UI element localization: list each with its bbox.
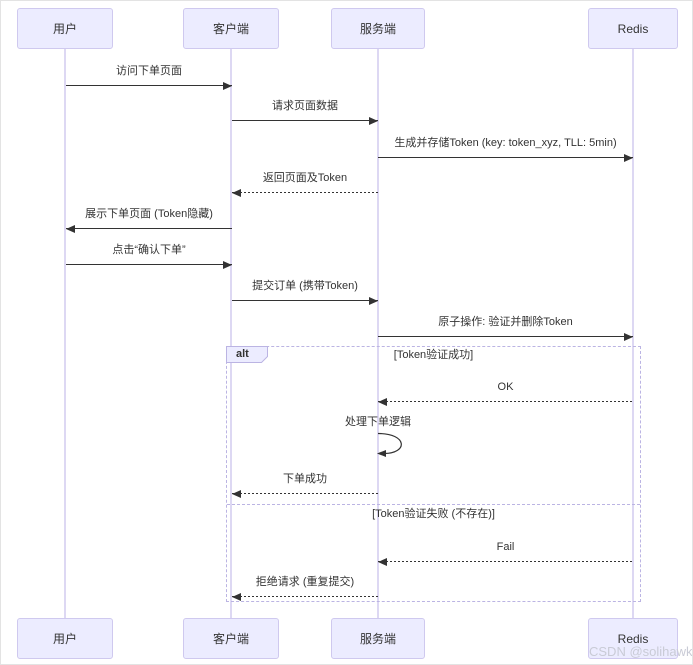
actor-label: 用户: [52, 22, 77, 36]
message-label: 提交订单 (携带Token): [252, 280, 358, 292]
message-label: 拒绝请求 (重复提交): [255, 576, 355, 588]
message-arrow: [378, 557, 633, 566]
message-arrow: [232, 116, 378, 125]
message-arrow: [232, 188, 378, 197]
message-arrow: [66, 81, 232, 90]
alt-operator-box: [226, 346, 268, 363]
actor-label: Redis: [617, 21, 649, 36]
actor-top-client: 客户端: [183, 8, 279, 49]
actor-label: Redis: [617, 631, 649, 646]
message-arrow: [66, 260, 232, 269]
alt-operator-pentagon-icon: [226, 346, 268, 363]
actor-bottom-client: 客户端: [183, 618, 279, 659]
lifeline-server: [377, 49, 379, 618]
actor-label: 服务端: [359, 632, 396, 646]
actor-label: 服务端: [359, 22, 396, 36]
actor-label: 客户端: [212, 632, 249, 646]
message-label: 点击“确认下单”: [112, 244, 186, 256]
message-label: Fail: [496, 541, 515, 553]
message-label: OK: [497, 381, 514, 393]
actor-bottom-server: 服务端: [331, 618, 425, 659]
actor-top-server: 服务端: [331, 8, 425, 49]
message-label: 请求页面数据: [272, 100, 338, 112]
message-arrow: [66, 224, 232, 233]
message-arrow: [232, 489, 378, 498]
message-label: 处理下单逻辑: [345, 416, 411, 428]
alt-frame: [226, 346, 641, 602]
actor-top-redis: Redis: [588, 8, 678, 49]
actor-bottom-redis: Redis: [588, 618, 678, 659]
lifeline-redis: [632, 49, 634, 618]
alt-divider: [227, 504, 640, 505]
message-label: 展示下单页面 (Token隐藏): [85, 208, 213, 220]
alt-condition-success: [Token验证成功]: [393, 349, 474, 361]
message-arrow: [232, 296, 378, 305]
actor-label: 用户: [52, 632, 77, 646]
alt-operator-label: alt: [236, 348, 249, 360]
lifeline-client: [230, 49, 232, 618]
message-label: 下单成功: [283, 473, 327, 485]
lifeline-user: [64, 49, 66, 618]
message-label: 生成并存储Token (key: token_xyz, TLL: 5min): [394, 137, 617, 149]
actor-label: 客户端: [212, 22, 249, 36]
actor-bottom-user: 用户: [17, 618, 113, 659]
message-label: 原子操作: 验证并删除Token: [438, 316, 573, 328]
message-arrow: [232, 592, 378, 601]
message-label: 返回页面及Token: [262, 172, 348, 184]
actor-top-user: 用户: [17, 8, 113, 49]
message-arrow: [378, 332, 633, 341]
alt-condition-failure: [Token验证失败 (不存在)]: [372, 508, 495, 520]
watermark: CSDN @solihawk: [589, 644, 693, 659]
message-arrow: [378, 153, 633, 162]
self-loop-icon: [377, 432, 402, 457]
self-loop-arrow: [376, 432, 414, 464]
message-arrow: [378, 397, 633, 406]
message-label: 访问下单页面: [116, 65, 182, 77]
